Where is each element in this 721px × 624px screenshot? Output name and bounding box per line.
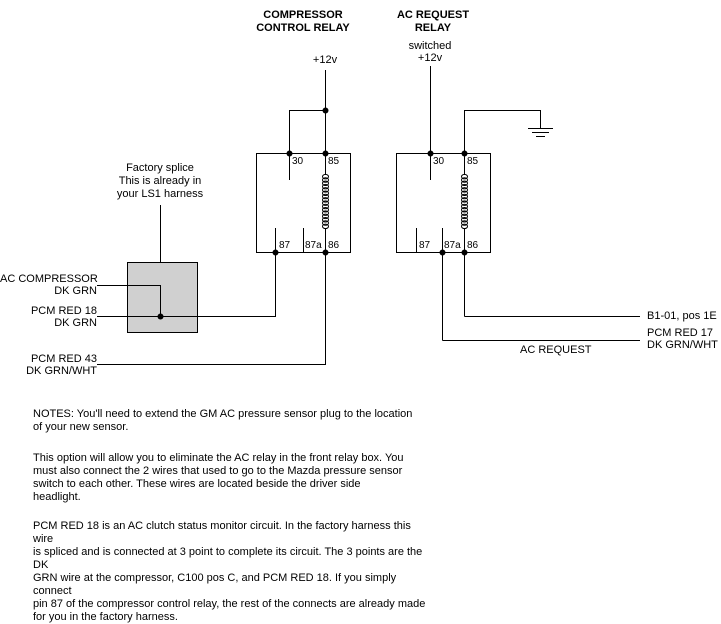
coil-turn xyxy=(322,203,329,210)
wire-label-pcm-red17-1: PCM RED 17 xyxy=(647,327,714,339)
coil-turn xyxy=(461,187,468,193)
wire-label-ac-compressor-1: AC COMPRESSOR xyxy=(0,273,98,285)
compressor-pin-87: 87 xyxy=(279,240,291,251)
coil-turn xyxy=(322,216,329,223)
notes-paragraph-1: NOTES: You'll need to extend the GM AC p… xyxy=(33,408,413,433)
coil-turn xyxy=(461,200,468,206)
ac-request-pin-87: 87 xyxy=(419,240,431,251)
compressor-relay-title-2: CONTROL RELAY xyxy=(256,22,350,34)
ac-request-relay-box xyxy=(396,153,491,253)
ac-request-relay-title-2: RELAY xyxy=(414,22,452,34)
coil-turn xyxy=(461,190,468,196)
splice-label-3: your LS1 harness xyxy=(116,188,204,200)
coil-turn xyxy=(461,207,468,213)
coil-turn xyxy=(322,193,329,200)
coil-turn xyxy=(322,223,329,230)
ac-request-pin-30: 30 xyxy=(433,156,445,167)
coil-turn xyxy=(322,220,329,226)
wire-label-ac-request: AC REQUEST xyxy=(520,344,592,356)
ac-request-supply-label-2: +12v xyxy=(417,52,443,64)
ac-request-pin-87a: 87a xyxy=(444,240,461,251)
ac-request-relay-title-1: AC REQUEST xyxy=(396,9,470,21)
coil-turn xyxy=(322,173,329,180)
wire-label-pcm-red18-1: PCM RED 18 xyxy=(30,305,97,317)
wiring-diagram: COMPRESSOR CONTROL RELAY +12v AC REQUEST… xyxy=(0,9,718,623)
coil-turn xyxy=(322,207,329,213)
wire-label-pcm-red43-2: DK GRN/WHT xyxy=(26,365,97,377)
coil-turn xyxy=(322,177,329,183)
coil-turn xyxy=(322,210,329,216)
coil-turn xyxy=(322,197,329,203)
coil-turn xyxy=(461,177,468,183)
coil-turn xyxy=(322,190,329,196)
coil-turn xyxy=(461,173,468,180)
coil-turn xyxy=(461,213,468,220)
wire-label-pcm-red17-2: DK GRN/WHT xyxy=(647,339,718,351)
ac-request-relay-coil xyxy=(461,173,468,230)
coil-turn xyxy=(461,220,468,226)
compressor-pin-85: 85 xyxy=(328,156,340,167)
wire-label-ac-compressor-2: DK GRN xyxy=(54,285,97,297)
ac-request-supply-label-1: switched xyxy=(408,40,452,52)
compressor-supply-label: +12v xyxy=(312,54,338,66)
coil-turn xyxy=(461,193,468,200)
coil-turn xyxy=(461,216,468,223)
wire-label-pcm-red18-2: DK GRN xyxy=(54,317,97,329)
coil-turn xyxy=(322,187,329,193)
compressor-relay-coil xyxy=(322,173,329,230)
coil-turn xyxy=(461,210,468,216)
wiring-lines xyxy=(97,66,640,365)
factory-splice-box xyxy=(127,262,198,333)
compressor-pin-86: 86 xyxy=(328,240,340,251)
compressor-relay-title-1: COMPRESSOR xyxy=(263,9,343,21)
notes-paragraph-3: PCM RED 18 is an AC clutch status monito… xyxy=(33,520,426,623)
splice-label-2: This is already in xyxy=(118,175,202,187)
coil-turn xyxy=(322,200,329,206)
ac-request-pin-85: 85 xyxy=(467,156,479,167)
compressor-pin-30: 30 xyxy=(292,156,304,167)
coil-turn xyxy=(461,197,468,203)
ac-request-pin-86: 86 xyxy=(467,240,479,251)
coil-turn xyxy=(461,203,468,210)
splice-label-1: Factory splice xyxy=(126,162,194,174)
coil-turn xyxy=(461,223,468,230)
coil-turn xyxy=(461,180,468,187)
coil-turn xyxy=(322,213,329,220)
wire-label-b1-01: B1-01, pos 1E xyxy=(647,310,717,322)
wire-label-pcm-red43-1: PCM RED 43 xyxy=(30,353,97,365)
coil-turn xyxy=(322,180,329,187)
coil-turn xyxy=(461,183,468,190)
junction-dots xyxy=(157,107,468,320)
notes-paragraph-2: This option will allow you to eliminate … xyxy=(33,452,404,503)
coil-turn xyxy=(322,183,329,190)
compressor-pin-87a: 87a xyxy=(305,240,322,251)
